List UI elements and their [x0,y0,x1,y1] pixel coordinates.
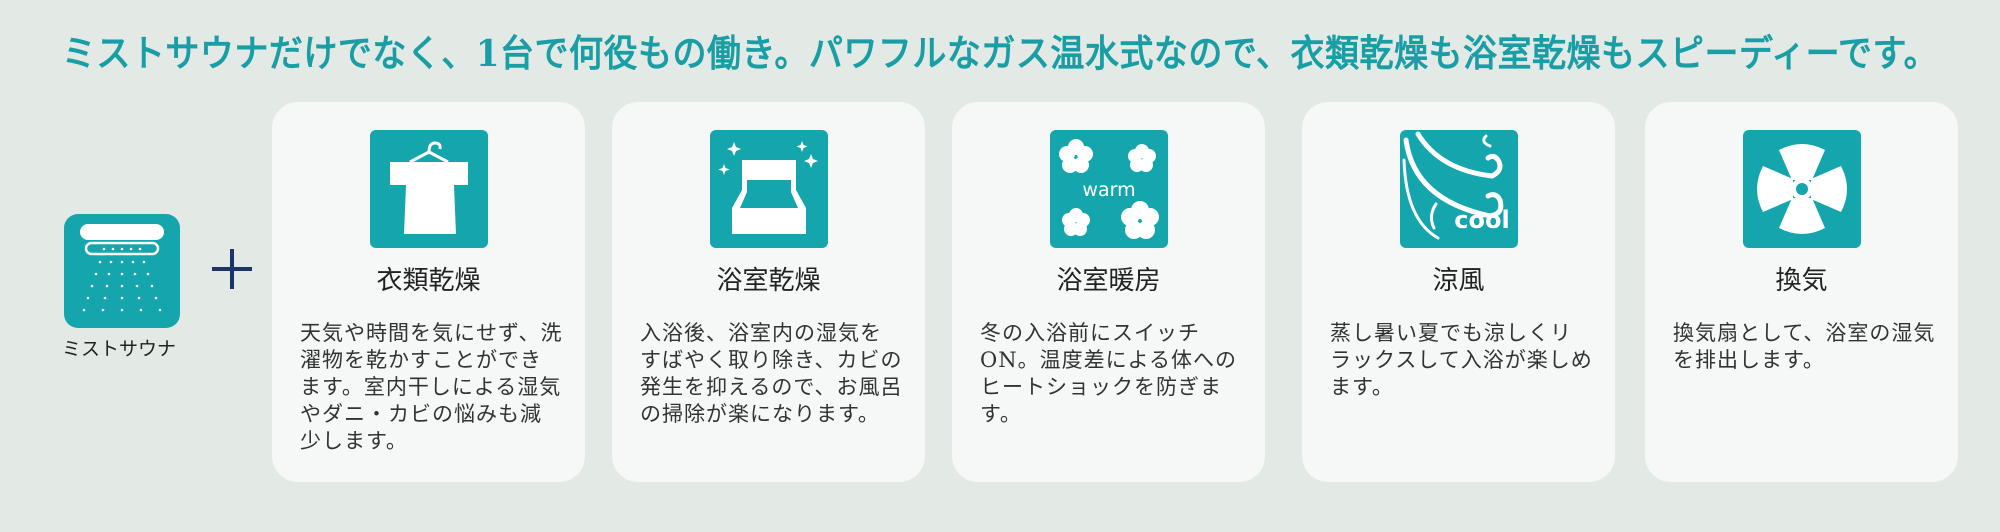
feature-card-clothes-drying: 衣類乾燥 天気や時間を気にせず、洗濯物を乾かすことができます。室内干しによる湿気… [272,102,585,482]
mist-sauna-icon [64,214,180,328]
card-description: 換気扇として、浴室の湿気を排出します。 [1673,321,1936,372]
card-title: 衣類乾燥 [376,266,481,296]
feature-card-bathroom-drying: 浴室乾燥 入浴後、浴室内の湿気をすばやく取り除き、カビの発生を抑えるので、お風呂… [612,102,925,482]
card-title: 浴室暖房 [1056,266,1161,296]
ventilation-fan-icon [1742,130,1861,248]
plus-icon [212,249,252,289]
feature-card-ventilation: 換気 換気扇として、浴室の湿気を排出します。 [1645,102,1958,482]
cool-wind-icon: cool [1399,130,1518,248]
svg-text:warm: warm [1082,179,1135,201]
shirt-hanger-icon [369,130,488,248]
mist-sauna-label: ミストサウナ [61,338,176,360]
card-title: 換気 [1775,266,1828,296]
card-description: 天気や時間を気にせず、洗濯物を乾かすことができます。室内干しによる湿気やダニ・カ… [300,321,563,453]
card-title: 涼風 [1432,266,1485,296]
warm-flowers-icon: warm [1049,130,1168,248]
card-description: 冬の入浴前にスイッチON。温度差による体へのヒートショックを防ぎます。 [980,321,1237,426]
card-title: 浴室乾燥 [716,266,821,296]
headline: ミストサウナだけでなく、1台で何役もの働き。パワフルなガス温水式なので、衣類乾燥… [61,32,1939,76]
card-description: 入浴後、浴室内の湿気をすばやく取り除き、カビの発生を抑えるので、お風呂の掃除が楽… [640,321,903,426]
card-description: 蒸し暑い夏でも涼しくリラックスして入浴が楽しめます。 [1330,321,1593,399]
mist-sauna-block: ミストサウナ [62,214,180,361]
sparkling-bathtub-icon [709,130,828,248]
svg-text:cool: cool [1454,206,1509,234]
feature-card-bathroom-heating: warm 浴室暖房 冬の入浴前にスイッチON。温度差による体へのヒートショックを… [952,102,1265,482]
feature-card-cool-breeze: cool 涼風 蒸し暑い夏でも涼しくリラックスして入浴が楽しめます。 [1302,102,1615,482]
